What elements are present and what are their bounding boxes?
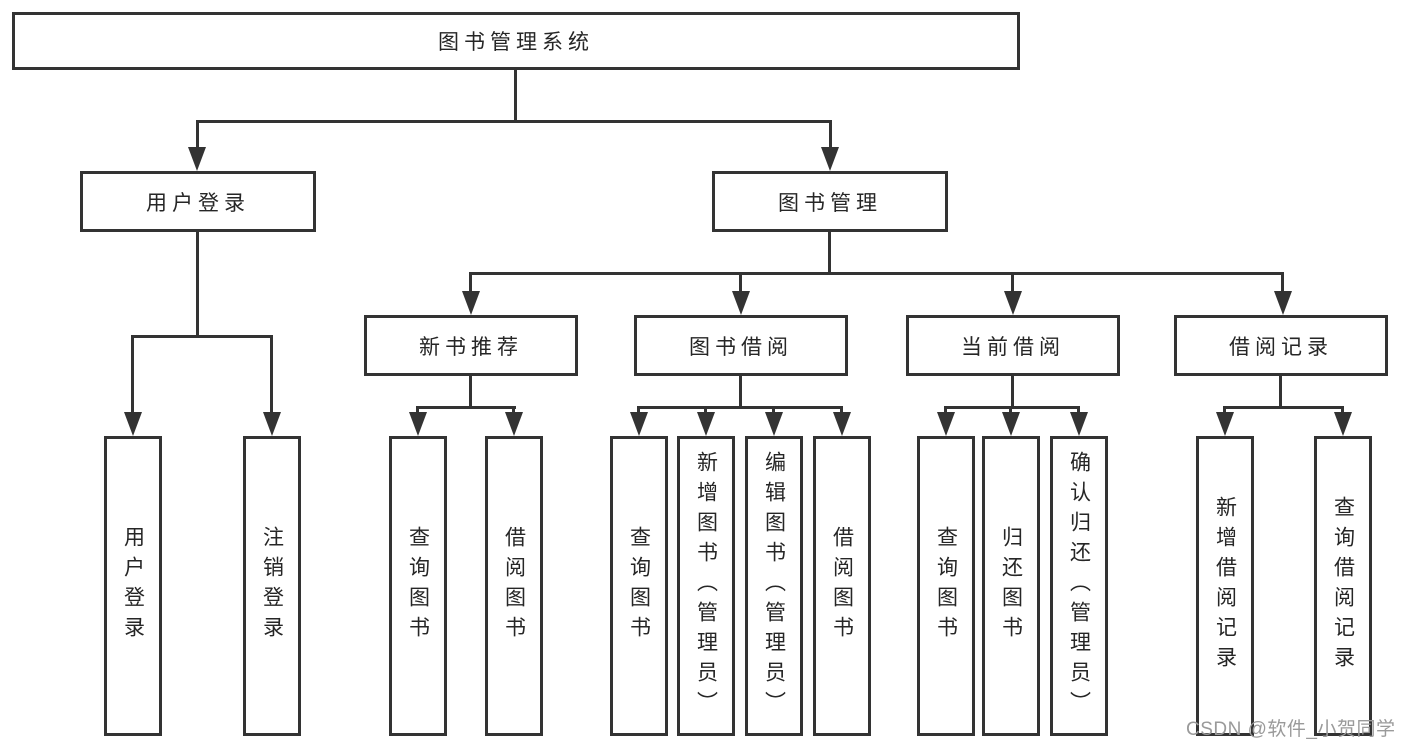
- node-current-borrowing: 当前借阅: [906, 315, 1120, 376]
- connector-book-borrowing-stem: [739, 376, 742, 409]
- leaf-user-login: 用户登录: [104, 436, 162, 736]
- leaf-query-borrow-record-label: 查询借阅记录: [1331, 496, 1355, 676]
- connector-to-book-borrowing: [739, 272, 742, 294]
- node-book-borrowing: 图书借阅: [634, 315, 848, 376]
- connector-leaf-line: [512, 406, 515, 415]
- leaf-query-books-recommend: 查询图书: [389, 436, 447, 736]
- connector-to-new-book-recommend: [469, 272, 472, 294]
- leaf-user-login-label: 用户登录: [121, 526, 145, 646]
- leaf-logout: 注销登录: [243, 436, 301, 736]
- connector-leaf-line: [1223, 406, 1226, 415]
- leaf-add-books-admin-label: 新增图书（管理员）: [694, 451, 718, 721]
- node-current-borrowing-label: 当前借阅: [961, 335, 1065, 359]
- arrowhead-leaf: [409, 412, 427, 436]
- arrowhead-user-login: [188, 147, 206, 171]
- arrowhead-leaf: [1070, 412, 1088, 436]
- leaf-borrow-books-recommend: 借阅图书: [485, 436, 543, 736]
- connector-user-login-stem: [196, 232, 199, 338]
- connector-leaf-line: [1009, 406, 1012, 415]
- leaf-borrow-books-borrowing: 借阅图书: [813, 436, 871, 736]
- node-library-system-label: 图书管理系统: [438, 31, 594, 54]
- connector-to-user-login: [196, 120, 199, 149]
- connector-to-leaf-logout: [270, 335, 273, 414]
- arrowhead-leaf: [765, 412, 783, 436]
- leaf-confirm-return-admin: 确认归还（管理员）: [1050, 436, 1108, 736]
- arrowhead-leaf: [833, 412, 851, 436]
- arrowhead-leaf: [697, 412, 715, 436]
- arrowhead-leaf: [1216, 412, 1234, 436]
- connector-leaf-line: [840, 406, 843, 415]
- node-user-login-label: 用户登录: [146, 191, 250, 215]
- arrowhead-book-management: [821, 147, 839, 171]
- leaf-query-books-borrowing-label: 查询图书: [627, 526, 651, 646]
- node-borrowing-records: 借阅记录: [1174, 315, 1388, 376]
- connector-book-borrowing-hbar: [637, 406, 843, 409]
- connector-to-current-borrowing: [1011, 272, 1014, 294]
- leaf-add-borrow-record-label: 新增借阅记录: [1213, 496, 1237, 676]
- connector-leaf-line: [637, 406, 640, 415]
- leaf-query-books-current-label: 查询图书: [934, 526, 958, 646]
- leaf-confirm-return-admin-label: 确认归还（管理员）: [1067, 451, 1091, 721]
- leaf-add-books-admin: 新增图书（管理员）: [677, 436, 735, 736]
- connector-to-book-management: [829, 120, 832, 149]
- connector-current-borrowing-hbar: [944, 406, 1080, 409]
- leaf-add-borrow-record: 新增借阅记录: [1196, 436, 1254, 736]
- node-book-management: 图书管理: [712, 171, 948, 232]
- connector-leaf-line: [1077, 406, 1080, 415]
- connector-user-login-hbar: [131, 335, 273, 338]
- node-book-borrowing-label: 图书借阅: [689, 335, 793, 359]
- connector-leaf-line: [772, 406, 775, 415]
- arrowhead-leaf-user-login: [124, 412, 142, 436]
- leaf-query-borrow-record: 查询借阅记录: [1314, 436, 1372, 736]
- node-borrowing-records-label: 借阅记录: [1229, 335, 1333, 359]
- connector-root-stem: [514, 70, 517, 122]
- leaf-logout-label: 注销登录: [260, 526, 284, 646]
- connector-borrowing-records-hbar: [1223, 406, 1344, 409]
- connector-to-borrowing-records: [1281, 272, 1284, 294]
- connector-borrowing-records-stem: [1279, 376, 1282, 409]
- arrowhead-leaf: [505, 412, 523, 436]
- arrowhead-leaf: [1334, 412, 1352, 436]
- connector-to-leaf-user-login: [131, 335, 134, 414]
- leaf-borrow-books-borrowing-label: 借阅图书: [830, 526, 854, 646]
- leaf-return-books-label: 归还图书: [999, 526, 1023, 646]
- arrowhead-leaf: [630, 412, 648, 436]
- connector-current-borrowing-stem: [1011, 376, 1014, 409]
- leaf-edit-books-admin: 编辑图书（管理员）: [745, 436, 803, 736]
- connector-new-book-recommend-hbar: [416, 406, 516, 409]
- arrowhead-leaf: [937, 412, 955, 436]
- leaf-query-books-borrowing: 查询图书: [610, 436, 668, 736]
- arrowhead-current-borrowing: [1004, 291, 1022, 315]
- arrowhead-book-borrowing: [732, 291, 750, 315]
- node-new-book-recommend-label: 新书推荐: [419, 335, 523, 359]
- arrowhead-new-book-recommend: [462, 291, 480, 315]
- leaf-edit-books-admin-label: 编辑图书（管理员）: [762, 451, 786, 721]
- node-new-book-recommend: 新书推荐: [364, 315, 578, 376]
- node-library-system: 图书管理系统: [12, 12, 1020, 70]
- arrowhead-leaf-logout: [263, 412, 281, 436]
- connector-leaf-line: [704, 406, 707, 415]
- csdn-watermark: CSDN @软件_小贺同学: [1186, 719, 1396, 740]
- arrowhead-leaf: [1002, 412, 1020, 436]
- connector-leaf-line: [1341, 406, 1344, 415]
- leaf-borrow-books-recommend-label: 借阅图书: [502, 526, 526, 646]
- node-user-login: 用户登录: [80, 171, 316, 232]
- connector-book-management-stem: [828, 232, 831, 275]
- connector-book-management-hbar: [469, 272, 1284, 275]
- connector-leaf-line: [416, 406, 419, 415]
- arrowhead-borrowing-records: [1274, 291, 1292, 315]
- leaf-query-books-recommend-label: 查询图书: [406, 526, 430, 646]
- leaf-return-books: 归还图书: [982, 436, 1040, 736]
- connector-root-hbar: [196, 120, 832, 123]
- connector-leaf-line: [944, 406, 947, 415]
- node-book-management-label: 图书管理: [778, 191, 882, 215]
- leaf-query-books-current: 查询图书: [917, 436, 975, 736]
- connector-new-book-recommend-stem: [469, 376, 472, 409]
